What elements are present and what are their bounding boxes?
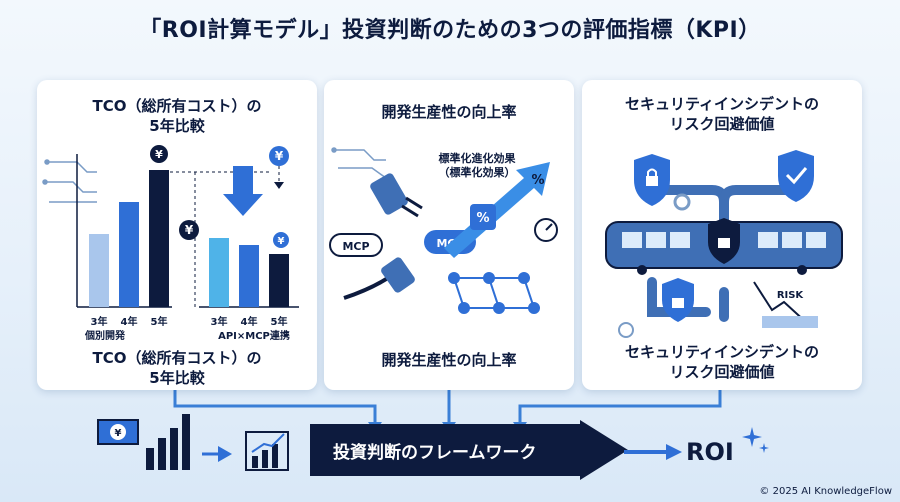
bar-left-4y — [119, 202, 139, 307]
svg-text:¥: ¥ — [115, 428, 122, 439]
yen-icon — [150, 145, 168, 163]
framework-arrow — [310, 420, 628, 480]
group-label-right: API×MCP連携 — [218, 331, 290, 342]
svg-text:¥: ¥ — [185, 223, 194, 237]
globe-icon — [618, 322, 634, 338]
group-label-left: 個別開発 — [85, 331, 125, 342]
bar-right-4y — [239, 245, 259, 307]
tick-right-5y: 5年 — [270, 317, 288, 328]
bar-left-5y — [149, 170, 169, 307]
page-title: 「ROI計算モデル」投資判断のための3つの評価指標（KPI） — [139, 18, 761, 43]
growth-bars-icon — [146, 414, 190, 470]
tick-left-3y: 3年 — [90, 317, 108, 328]
tco-footer-line1: TCO（総所有コスト）の — [92, 349, 262, 367]
security-illustration: RISK — [605, 150, 843, 338]
yen-icon — [179, 220, 199, 240]
tick-left-5y: 5年 — [150, 317, 168, 328]
svg-text:MCP: MCP — [342, 240, 369, 253]
security-title-line2: リスク回避価値 — [669, 115, 775, 133]
sparkle-icon — [742, 427, 769, 453]
productivity-panel: 開発生産性の向上率 MCP MCP % % — [324, 80, 574, 390]
framework-label: 投資判断のフレームワーク — [333, 443, 537, 463]
roi-label: ROI — [686, 438, 734, 466]
to-roi-arrow — [624, 444, 682, 460]
tco-footer-line2: 5年比較 — [149, 369, 205, 387]
yen-icon — [269, 146, 289, 166]
tick-right-3y: 3年 — [210, 317, 228, 328]
effect-label-line1: 標準化進化効果 — [438, 152, 516, 165]
copyright-text: © 2025 AI KnowledgeFlow — [759, 486, 892, 497]
tco-title-line2: 5年比較 — [149, 117, 205, 135]
risk-decline-icon — [753, 281, 809, 325]
check-shield-icon — [778, 150, 814, 202]
effect-label-line2: （標準化効果） — [438, 166, 516, 179]
tco-title-line1: TCO（総所有コスト）の — [92, 97, 262, 115]
tick-right-4y: 4年 — [240, 317, 258, 328]
yen-icon — [273, 232, 289, 248]
tco-panel: TCO（総所有コスト）の 5年比較 ¥ ¥ ¥ — [37, 80, 317, 390]
chart-icon — [245, 431, 289, 471]
security-title-line1: セキュリティインシデントの — [624, 95, 820, 113]
security-footer-line2: リスク回避価値 — [669, 363, 775, 381]
svg-text:¥: ¥ — [275, 149, 284, 163]
security-footer-line1: セキュリティインシデントの — [624, 343, 820, 361]
productivity-illustration: MCP MCP % % — [329, 147, 558, 314]
svg-text:¥: ¥ — [155, 148, 163, 161]
svg-text:¥: ¥ — [278, 236, 285, 247]
bar-left-3y — [89, 234, 109, 307]
gear-icon — [673, 193, 691, 211]
productivity-title: 開発生産性の向上率 — [381, 103, 517, 121]
down-arrow-icon — [223, 166, 263, 216]
bar-right-3y — [209, 238, 229, 307]
growth-arrow-icon — [444, 162, 550, 258]
tick-left-4y: 4年 — [120, 317, 138, 328]
productivity-footer: 開発生産性の向上率 — [381, 351, 517, 369]
svg-text:%: % — [531, 173, 544, 188]
svg-text:RISK: RISK — [777, 290, 805, 301]
security-panel: セキュリティインシデントの リスク回避価値 — [582, 80, 862, 390]
money-and-growth-icons: ¥ — [97, 414, 289, 471]
bar-right-5y — [269, 254, 289, 307]
tco-bar-chart: ¥ ¥ ¥ ¥ — [42, 145, 299, 308]
svg-text:%: % — [476, 211, 489, 226]
connector-plug-icon — [370, 173, 408, 215]
stopwatch-icon — [534, 218, 558, 242]
